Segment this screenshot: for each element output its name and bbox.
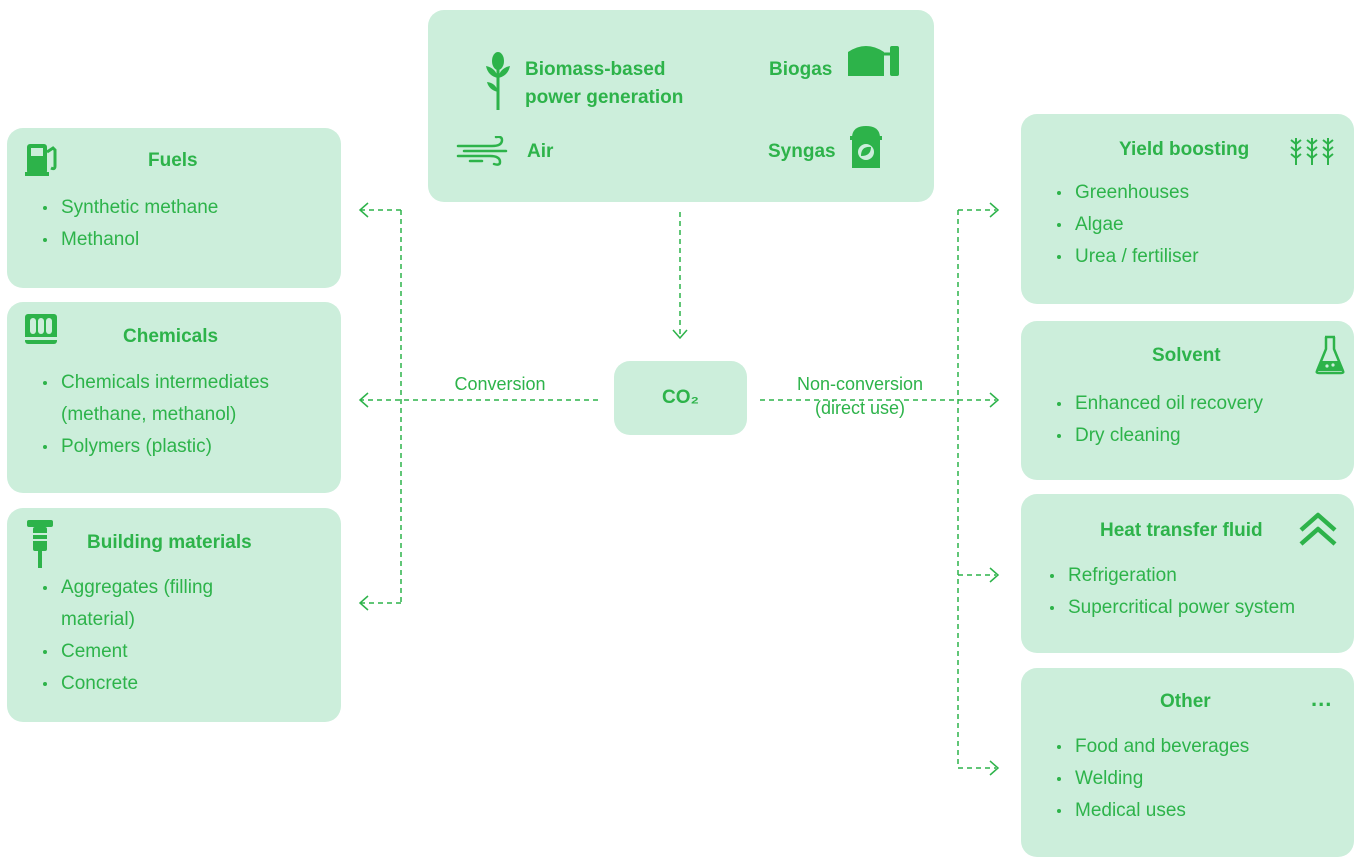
- test-tubes-icon: [25, 314, 57, 349]
- ellipsis-icon: ...: [1311, 686, 1333, 711]
- list-item: Polymers (plastic): [41, 431, 269, 463]
- heat-transfer-box: Heat transfer fluid Refrigeration Superc…: [1021, 494, 1354, 653]
- list-item-continuation: material): [61, 609, 135, 630]
- fuels-title: Fuels: [148, 150, 198, 171]
- biogas-label: Biogas: [769, 59, 833, 80]
- syngas-label: Syngas: [768, 141, 836, 162]
- co2-label: CO₂: [662, 387, 699, 408]
- biomass-label: Biomass-based power generation: [525, 59, 684, 108]
- heat-transfer-title: Heat transfer fluid: [1100, 520, 1263, 541]
- building-materials-box: Building materials Aggregates (filling m…: [7, 508, 341, 722]
- list-item: Dry cleaning: [1055, 420, 1263, 452]
- biogas-tank-icon: [846, 40, 902, 83]
- other-list: Food and beverages Welding Medical uses: [1055, 731, 1249, 827]
- list-item: Chemicals intermediates: [41, 367, 269, 399]
- other-title: Other: [1160, 691, 1211, 712]
- air-label: Air: [527, 141, 554, 162]
- list-item: Synthetic methane: [41, 192, 218, 224]
- chemicals-list: Chemicals intermediates (methane, methan…: [41, 367, 269, 463]
- list-item: Welding: [1055, 763, 1249, 795]
- non-conversion-label: Non-conversion (direct use): [796, 374, 924, 418]
- list-item: Algae: [1055, 209, 1199, 241]
- yield-boosting-box: Yield boosting Greenhouses Algae Urea / …: [1021, 114, 1354, 304]
- yield-boosting-list: Greenhouses Algae Urea / fertiliser: [1055, 177, 1199, 273]
- chemicals-box: Chemicals Chemicals intermediates (metha…: [7, 302, 341, 493]
- list-item: Cement: [41, 636, 213, 668]
- chemicals-title: Chemicals: [123, 326, 219, 347]
- heat-transfer-list: Refrigeration Supercritical power system: [1048, 560, 1295, 624]
- list-item: Greenhouses: [1055, 177, 1199, 209]
- solvent-box: Solvent Enhanced oil recovery Dry cleani…: [1021, 321, 1354, 480]
- list-item: Food and beverages: [1055, 731, 1249, 763]
- list-item: Medical uses: [1055, 795, 1249, 827]
- solvent-list: Enhanced oil recovery Dry cleaning: [1055, 388, 1263, 452]
- co2-sources-box: Biomass-based power generation Biogas Ai…: [428, 10, 934, 202]
- list-item: Aggregates (filling: [41, 572, 213, 604]
- co2-node: CO₂: [614, 361, 747, 435]
- wind-icon: [456, 135, 510, 171]
- building-materials-title: Building materials: [87, 532, 252, 553]
- list-item: Concrete: [41, 668, 213, 700]
- chevrons-up-icon: [1298, 512, 1338, 553]
- jackhammer-icon: [25, 520, 55, 575]
- list-item: Supercritical power system: [1048, 592, 1295, 624]
- list-item: Refrigeration: [1048, 560, 1295, 592]
- flask-icon: [1314, 335, 1346, 380]
- fuels-list: Synthetic methane Methanol: [41, 192, 218, 256]
- list-item: Urea / fertiliser: [1055, 241, 1199, 273]
- plant-icon: [484, 52, 512, 115]
- fuels-box: Fuels Synthetic methane Methanol: [7, 128, 341, 288]
- list-item: Enhanced oil recovery: [1055, 388, 1263, 420]
- list-item-continuation: (methane, methanol): [61, 404, 237, 425]
- other-box: Other ... Food and beverages Welding Med…: [1021, 668, 1354, 857]
- solvent-title: Solvent: [1152, 345, 1221, 366]
- fuel-pump-icon: [25, 142, 61, 181]
- wheat-icon: [1289, 134, 1335, 171]
- yield-boosting-title: Yield boosting: [1119, 139, 1250, 160]
- building-materials-list: Aggregates (filling material) Cement Con…: [41, 572, 213, 700]
- syngas-canister-icon: [848, 124, 884, 175]
- conversion-label: Conversion: [454, 374, 546, 394]
- list-item: Methanol: [41, 224, 218, 256]
